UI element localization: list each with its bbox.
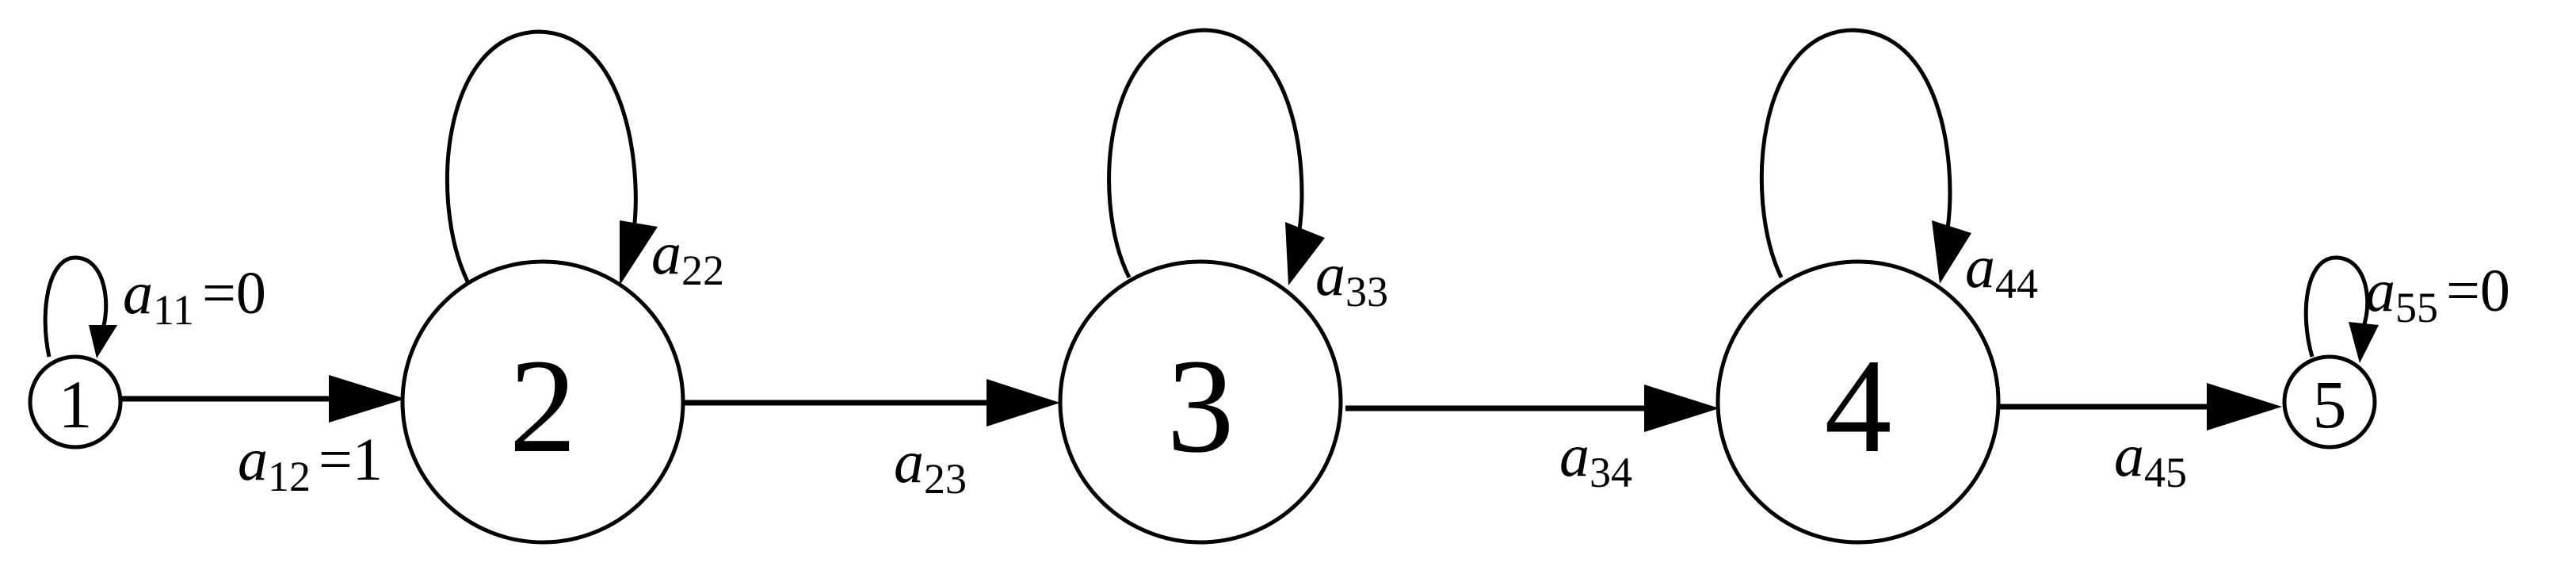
arrowhead-1-1 bbox=[89, 325, 117, 358]
edge-label-a23: a23 bbox=[894, 429, 967, 503]
self-loop-4-4 bbox=[1759, 28, 1952, 279]
arrowhead-2-2 bbox=[620, 220, 658, 285]
node-4: 4 bbox=[1715, 259, 2001, 545]
node-2: 2 bbox=[400, 259, 685, 545]
node-3: 3 bbox=[1058, 259, 1343, 545]
arrowhead-5-5 bbox=[2349, 322, 2379, 363]
node-1-label: 1 bbox=[59, 366, 93, 442]
node-1: 1 bbox=[28, 354, 123, 450]
arrowhead-3-3 bbox=[1285, 222, 1325, 285]
arrowhead-4-5 bbox=[2207, 383, 2282, 430]
arrowhead-1-2 bbox=[329, 375, 406, 423]
arrowhead-4-4 bbox=[1932, 220, 1971, 284]
edge-label-a12: a12=1 bbox=[238, 427, 383, 500]
node-4-label: 4 bbox=[1825, 331, 1892, 480]
self-loop-1-1 bbox=[43, 255, 109, 358]
edge-label-a34: a34 bbox=[1559, 423, 1632, 496]
edge-label-a55: a55=0 bbox=[2365, 258, 2510, 331]
edge-label-a33: a33 bbox=[1315, 242, 1388, 316]
arrowhead-3-4 bbox=[1644, 385, 1719, 432]
arrowhead-2-3 bbox=[987, 379, 1060, 427]
node-3-label: 3 bbox=[1167, 331, 1235, 480]
node-5-label: 5 bbox=[2313, 366, 2347, 442]
self-loop-5-5 bbox=[2303, 255, 2370, 358]
edge-label-a45: a45 bbox=[2114, 423, 2187, 496]
self-loop-3-3 bbox=[1107, 28, 1304, 279]
self-loop-2-2 bbox=[445, 29, 638, 283]
node-2-label: 2 bbox=[509, 331, 577, 480]
edge-label-a11: a11=0 bbox=[123, 260, 266, 334]
node-5: 5 bbox=[2282, 354, 2377, 450]
edge-label-a44: a44 bbox=[1965, 234, 2038, 308]
edge-label-a22: a22 bbox=[651, 220, 724, 294]
